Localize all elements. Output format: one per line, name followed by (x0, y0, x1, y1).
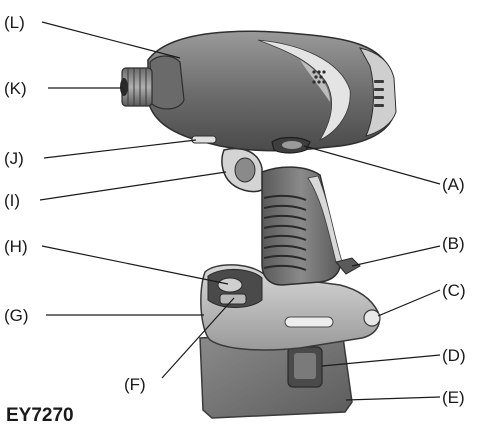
leader-L (41, 21, 181, 59)
led-light (217, 277, 243, 293)
callout-F: (F) (124, 375, 146, 394)
callout-J: (J) (4, 149, 24, 168)
callout-A: (A) (442, 175, 465, 194)
direction-switch (335, 257, 361, 275)
belt-hook-knob (363, 309, 381, 327)
callout-D: (D) (442, 346, 466, 365)
callout-E: (E) (442, 388, 465, 407)
front-nose (149, 55, 185, 110)
leader-F (161, 297, 235, 379)
leader-H (41, 245, 229, 285)
leader-D (321, 354, 441, 367)
chuck-ridges (127, 68, 147, 106)
main-housing (147, 30, 396, 152)
leader-C (377, 289, 441, 317)
rear-vents (374, 80, 384, 107)
battery-latch-inner (294, 353, 316, 379)
body-vent-dots (312, 70, 326, 84)
callout-H: (H) (4, 237, 28, 256)
leader-A (303, 145, 441, 185)
model-number: EY7270 (6, 405, 74, 426)
chuck-opening (120, 78, 128, 96)
callout-K: (K) (4, 79, 27, 98)
belt-hook-slot (284, 316, 334, 328)
callout-B: (B) (442, 234, 465, 253)
rear-cover (359, 47, 397, 137)
leader-E (345, 396, 441, 401)
grip-ribs (263, 194, 307, 271)
callout-L: (L) (4, 13, 25, 32)
leader-J (43, 139, 197, 159)
callout-I: (I) (4, 191, 20, 210)
callout-G: (G) (4, 306, 29, 325)
housing-accent (257, 39, 351, 141)
leader-B (351, 245, 441, 267)
callout-C: (C) (442, 281, 466, 300)
led-ring (191, 135, 217, 144)
leader-I (39, 171, 227, 201)
